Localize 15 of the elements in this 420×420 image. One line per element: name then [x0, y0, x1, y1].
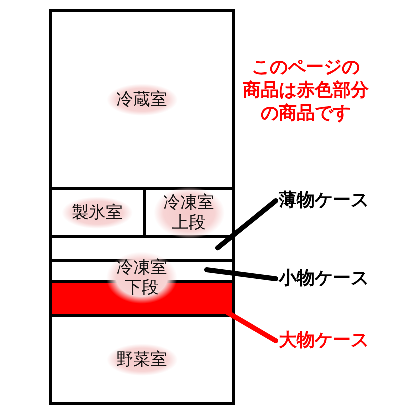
callout-text: 大物ケース	[279, 329, 369, 353]
leader-line	[215, 198, 278, 251]
compartment-box	[49, 314, 235, 405]
leader-line	[204, 267, 278, 282]
compartment-label: 冷蔵室	[106, 84, 178, 116]
callout-text: 薄物ケース	[279, 189, 369, 213]
compartment-label: 製氷室	[62, 196, 133, 228]
compartment-label: 野菜室	[106, 344, 178, 376]
compartment-label: 冷凍室下段	[106, 252, 178, 304]
note-text: このページの商品は赤色部分の商品です	[242, 56, 370, 125]
leader-line	[226, 310, 278, 344]
compartment-box	[49, 9, 235, 190]
compartment-label: 冷凍室上段	[154, 186, 224, 238]
callout-text: 小物ケース	[279, 267, 369, 291]
compartment-box	[49, 235, 235, 317]
